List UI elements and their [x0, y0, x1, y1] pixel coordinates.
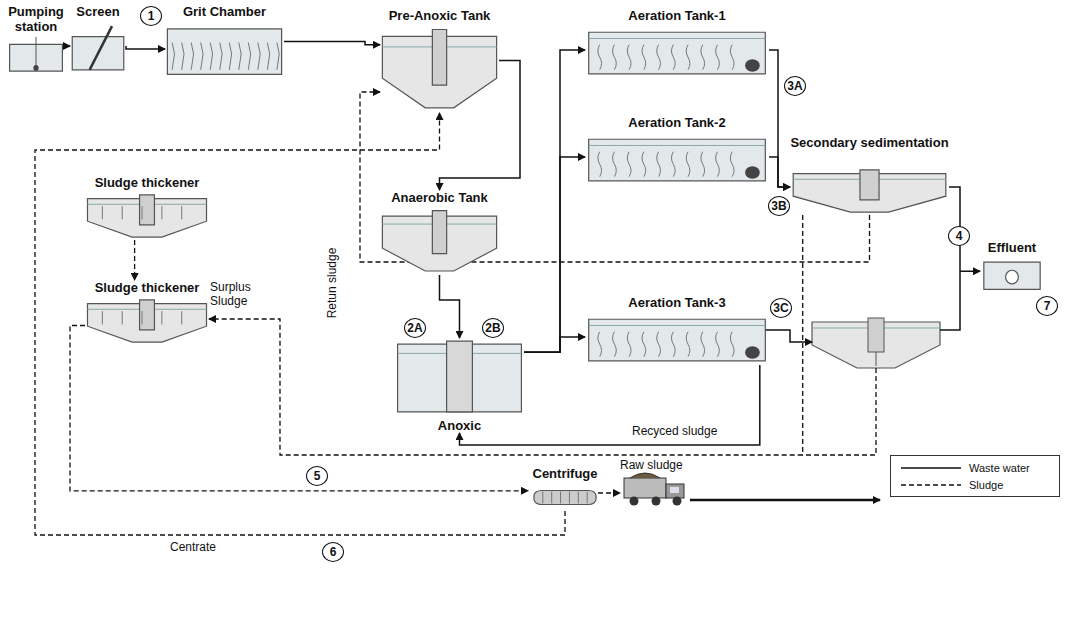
- tank-drawing: [395, 338, 524, 415]
- tank-drawing: [528, 484, 602, 511]
- wastewater-line: [284, 42, 380, 45]
- tank-drawing: [380, 26, 499, 113]
- tank-node: Aeration Tank-1: [585, 8, 769, 78]
- tank-drawing: [585, 26, 769, 78]
- callout-number: 4: [948, 226, 970, 246]
- tank-label: Pumping station: [3, 4, 69, 34]
- tank-node: Screen: [70, 4, 126, 74]
- callout-number: 6: [322, 542, 344, 562]
- sludge-line: [70, 326, 528, 491]
- flow-label: Raw sludge: [620, 458, 683, 472]
- tank-node: Effluent: [980, 240, 1044, 292]
- tank-drawing: [165, 22, 284, 79]
- callout-number: 3A: [784, 76, 806, 96]
- tank-label: Centrifuge: [528, 466, 602, 481]
- legend-text: Waste water: [969, 462, 1030, 474]
- tank-label: Secondary sedimentation: [790, 135, 949, 150]
- disposal-arrow: [690, 499, 880, 502]
- tank-label: Aeration Tank-3: [585, 295, 769, 310]
- tank-node: Centrifuge: [528, 466, 602, 511]
- tank-node: Grit Chamber: [165, 4, 284, 79]
- flow-label: Centrate: [170, 540, 216, 554]
- callout-number: 3B: [768, 196, 790, 216]
- callout-number: 3C: [770, 298, 792, 318]
- wastewater-line: [126, 46, 165, 49]
- wastewater-line: [949, 187, 980, 271]
- tank-node: Anoxic: [395, 338, 524, 433]
- tank-node: Aeration Tank-2: [585, 115, 769, 185]
- tank-label: Sludge thickener: [85, 280, 209, 295]
- truck: [624, 473, 684, 506]
- legend-row: Sludge: [891, 476, 1059, 493]
- sludge-line: [35, 113, 565, 535]
- tank-drawing: [380, 208, 499, 275]
- tank-label: Pre-Anoxic Tank: [380, 8, 499, 23]
- wastewater-line: [769, 50, 790, 187]
- flow-label: Retun sludge: [325, 248, 339, 319]
- tank-drawing: [85, 298, 209, 345]
- callout-number: 1: [140, 6, 162, 26]
- tank-drawing: [980, 258, 1044, 292]
- tank-node: Secondary sedimentation: [790, 135, 949, 215]
- tank-label: Sludge thickener: [85, 175, 209, 190]
- sludge-line: [209, 215, 803, 455]
- tank-drawing: [70, 22, 126, 74]
- pipe: [940, 272, 960, 330]
- wastewater-line: [524, 157, 585, 352]
- callout-number: 5: [306, 466, 328, 486]
- tank-label: Anaerobic Tank: [380, 190, 499, 205]
- wastewater-line: [769, 157, 790, 187]
- tank-label: Effluent: [980, 240, 1044, 255]
- callout-number: 2A: [404, 318, 426, 338]
- legend-row: Waste water: [891, 459, 1059, 476]
- tank-drawing: [3, 37, 69, 74]
- secondary-clarifier: [812, 318, 940, 368]
- legend-text: Sludge: [969, 479, 1003, 491]
- sludge-pipe: [598, 492, 620, 493]
- pipe: [765, 330, 812, 342]
- legend: Waste waterSludge: [890, 455, 1060, 497]
- tank-drawing: [585, 133, 769, 185]
- flow-label: Recyced sludge: [632, 424, 717, 438]
- tank-node: Sludge thickener: [85, 280, 209, 345]
- tank-drawing: [585, 313, 769, 365]
- tank-label: Grit Chamber: [165, 4, 284, 19]
- callout-number: 7: [1036, 296, 1058, 316]
- tank-drawing: [85, 193, 209, 240]
- sludge-pipe: [802, 368, 876, 455]
- tank-label: Screen: [70, 4, 126, 19]
- wastewater-line: [524, 337, 585, 352]
- flow-label: Surplus Sludge: [210, 280, 270, 308]
- tank-drawing: [790, 168, 949, 215]
- wastewater-line: [440, 275, 460, 338]
- tank-label: Anoxic: [395, 418, 524, 433]
- legend-sample: [901, 463, 961, 473]
- tank-node: Pumping station: [3, 4, 69, 74]
- tank-node: Sludge thickener: [85, 175, 209, 240]
- tank-node: Anaerobic Tank: [380, 190, 499, 275]
- tank-label: Aeration Tank-2: [585, 115, 769, 130]
- sludge-line: [134, 240, 135, 280]
- callout-number: 2B: [482, 318, 504, 338]
- tank-node: Aeration Tank-3: [585, 295, 769, 365]
- tank-label: Aeration Tank-1: [585, 8, 769, 23]
- legend-sample: [901, 480, 961, 490]
- wastewater-line: [69, 45, 70, 47]
- wastewater-line: [524, 50, 585, 352]
- tank-node: Pre-Anoxic Tank: [380, 8, 499, 113]
